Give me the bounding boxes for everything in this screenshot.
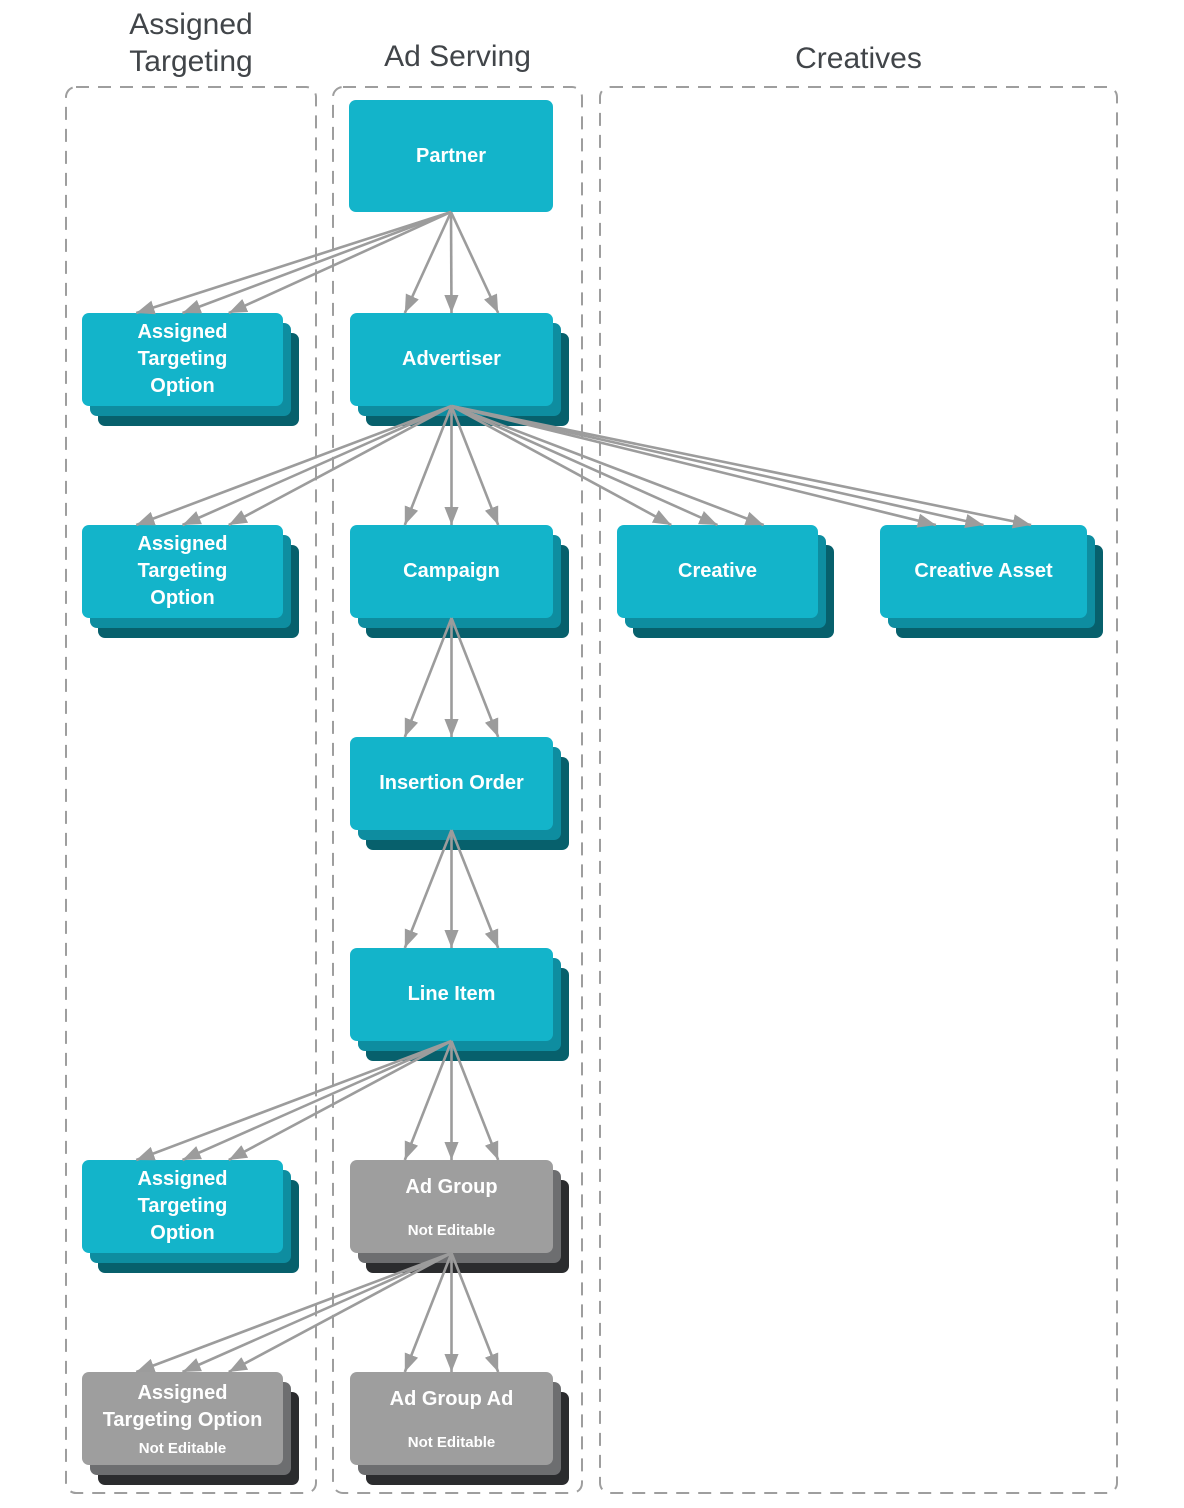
node-insertion-order: Insertion Order xyxy=(350,737,569,850)
node-label-line: Advertiser xyxy=(402,348,501,370)
node-face: Assigned Targeting Option xyxy=(82,1160,283,1253)
node-label-line: Assigned xyxy=(137,321,228,343)
node-assigned-targeting-option-3: Assigned Targeting Option xyxy=(82,1160,299,1273)
node-assigned-targeting-option-1: Assigned Targeting Option xyxy=(82,313,299,426)
node-label: Ad Group xyxy=(405,1174,497,1201)
node-assigned-targeting-option-2: Assigned Targeting Option xyxy=(82,525,299,638)
column-border-creatives xyxy=(599,86,1118,1494)
node-label: Assigned Targeting Option xyxy=(137,1166,227,1247)
edge-line-partner-to-ato-partner xyxy=(228,210,452,315)
node-face: Creative xyxy=(617,525,818,618)
node-label: Line Item xyxy=(408,981,496,1008)
node-label: Ad Group Ad xyxy=(390,1386,514,1413)
node-label-line: Assigned xyxy=(137,533,228,555)
column-title-line: Creatives xyxy=(795,42,922,75)
node-label-line: Option xyxy=(150,587,215,609)
node-label-line: Insertion Order xyxy=(379,772,524,794)
node-line-item: Line Item xyxy=(350,948,569,1061)
node-campaign: Campaign xyxy=(350,525,569,638)
node-label-line: Campaign xyxy=(403,560,500,582)
node-face: Line Item xyxy=(350,948,553,1041)
column-title-line: Assigned xyxy=(129,8,253,41)
column-title-line: Ad Serving xyxy=(384,40,531,73)
node-label-line: Assigned xyxy=(137,1168,228,1190)
node-face: Ad Group Not Editable xyxy=(350,1160,553,1253)
node-label: Assigned Targeting Option xyxy=(137,319,227,400)
node-label: Assigned Targeting Option xyxy=(103,1380,263,1434)
node-creative-asset: Creative Asset xyxy=(880,525,1103,638)
node-label-line: Ad Group Ad xyxy=(389,1388,514,1410)
node-face: Insertion Order xyxy=(350,737,553,830)
node-sublabel-not-editable: Not Editable xyxy=(407,1222,496,1239)
node-face: Advertiser xyxy=(350,313,553,406)
edge-line-partner-to-ato-partner xyxy=(135,210,452,315)
edge-line-partner-to-advertiser xyxy=(444,211,459,314)
node-advertiser: Advertiser xyxy=(350,313,569,426)
node-label: Assigned Targeting Option xyxy=(137,531,227,612)
node-label-line: Option xyxy=(150,375,215,397)
node-label: Campaign xyxy=(403,558,500,585)
column-title-ad-serving: Ad Serving xyxy=(333,38,582,75)
node-sublabel-not-editable: Not Editable xyxy=(138,1440,227,1457)
edge-line-partner-to-advertiser xyxy=(403,211,453,314)
edge-line-partner-to-ato-partner xyxy=(182,210,452,315)
node-label: Advertiser xyxy=(402,346,501,373)
node-label: Insertion Order xyxy=(379,770,523,797)
node-label: Creative xyxy=(678,558,757,585)
node-partner: Partner xyxy=(349,100,553,212)
node-creative: Creative xyxy=(617,525,834,638)
node-label-line: Option xyxy=(150,1222,215,1244)
node-label-line: Targeting xyxy=(137,1195,228,1217)
column-title-assigned-targeting: Assigned Targeting xyxy=(66,6,316,80)
node-face: Assigned Targeting Option xyxy=(82,313,283,406)
node-label-line: Ad Group xyxy=(405,1176,498,1198)
node-sublabel-not-editable: Not Editable xyxy=(407,1434,496,1451)
node-face: Assigned Targeting Option xyxy=(82,525,283,618)
edge-line-partner-to-advertiser xyxy=(449,211,500,314)
column-title-line: Targeting xyxy=(129,45,253,78)
node-label-line: Partner xyxy=(415,144,487,167)
node-face: Partner xyxy=(349,100,553,212)
node-face: Creative Asset xyxy=(880,525,1087,618)
node-label-line: Creative xyxy=(678,560,757,582)
column-border-assigned-targeting xyxy=(65,86,317,1494)
node-face: Campaign xyxy=(350,525,553,618)
node-ad-group-ad: Ad Group Ad Not Editable xyxy=(350,1372,569,1485)
node-label-line: Targeting xyxy=(137,560,228,582)
node-label-line: Targeting Option xyxy=(102,1409,263,1431)
node-label-line: Line Item xyxy=(407,983,496,1005)
node-assigned-targeting-option-4: Assigned Targeting Option Not Editable xyxy=(82,1372,299,1485)
node-label-line: Targeting xyxy=(137,348,228,370)
node-face: Ad Group Ad Not Editable xyxy=(350,1372,553,1465)
node-ad-group: Ad Group Not Editable xyxy=(350,1160,569,1273)
column-title-creatives: Creatives xyxy=(600,40,1117,77)
node-face: Assigned Targeting Option Not Editable xyxy=(82,1372,283,1465)
node-label: Creative Asset xyxy=(914,558,1052,585)
node-label-line: Creative Asset xyxy=(914,560,1053,582)
node-label: Partner xyxy=(416,143,486,170)
node-label-line: Assigned xyxy=(137,1382,228,1404)
